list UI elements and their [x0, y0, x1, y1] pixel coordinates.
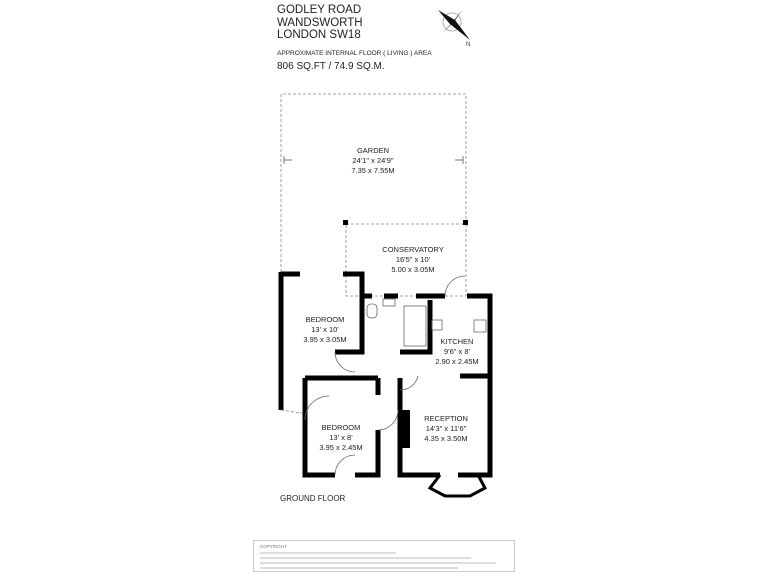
copyright-text-line — [260, 567, 459, 569]
room-name: KITCHEN — [440, 337, 474, 346]
copyright-text-line — [260, 557, 471, 559]
copyright-box: COPYRIGHT — [253, 540, 515, 572]
svg-text:N: N — [466, 42, 470, 48]
room-metric: 2.90 x 2.45M — [435, 357, 479, 366]
walls — [278, 271, 493, 478]
area-value: 806 SQ.FT / 74.9 SQ.M. — [277, 61, 385, 72]
area-label: APPROXIMATE INTERNAL FLOOR ( LIVING ) AR… — [277, 50, 432, 57]
conservatory-posts — [343, 220, 468, 225]
room-metric: 3.95 x 3.05M — [303, 335, 347, 344]
compass-north-icon: N — [438, 10, 470, 48]
conservatory-outline — [345, 223, 467, 297]
room-label-bedroom-1: BEDROOM 13' x 10' 3.95 x 3.05M — [303, 315, 346, 345]
room-name: GARDEN — [356, 146, 390, 155]
dashed-lines — [280, 409, 305, 414]
room-metric: 4.35 x 3.50M — [424, 434, 468, 443]
garden-outline — [280, 93, 467, 272]
address-line: GODLEY ROAD — [277, 4, 362, 16]
room-metric: 5.00 x 3.05M — [391, 265, 435, 274]
room-name: RECEPTION — [424, 414, 468, 423]
room-metric: 7.35 x 7.55M — [351, 166, 395, 175]
address-line: WANDSWORTH — [277, 16, 363, 29]
room-imperial: 13' x 8' — [329, 433, 353, 442]
floor-label: GROUND FLOOR — [280, 494, 346, 503]
room-label-bedroom-2: BEDROOM 13' x 8' 3.95 x 2.45M — [319, 423, 362, 453]
room-label-reception: RECEPTION 14'3" x 11'6" 4.35 x 3.50M — [424, 414, 468, 444]
room-imperial: 14'3" x 11'6" — [425, 424, 467, 433]
garden-dimension-arrows — [283, 156, 464, 164]
room-imperial: 16'5" x 10' — [395, 255, 431, 264]
room-name: CONSERVATORY — [382, 245, 444, 254]
bay-window — [427, 474, 488, 498]
copyright-title: COPYRIGHT — [260, 544, 287, 549]
room-imperial: 13' x 10' — [311, 325, 339, 334]
room-metric: 3.95 x 2.45M — [319, 443, 363, 452]
address-line: LONDON SW18 — [277, 29, 361, 41]
address: GODLEY ROAD WANDSWORTH LONDON SW18 — [277, 4, 363, 42]
room-name: BEDROOM — [321, 423, 361, 432]
room-label-garden: GARDEN 24'1" x 24'9" 7.35 x 7.55M — [351, 146, 394, 176]
room-imperial: 9'6" x 8' — [444, 347, 470, 356]
room-imperial: 24'1" x 24'9" — [352, 156, 394, 165]
copyright-text-line — [260, 562, 496, 564]
copyright-text-line — [260, 552, 397, 554]
room-label-conservatory: CONSERVATORY 16'5" x 10' 5.00 x 3.05M — [382, 245, 443, 275]
chimney-breast — [400, 410, 410, 448]
room-name: BEDROOM — [305, 315, 345, 324]
fixtures — [304, 275, 487, 476]
room-label-kitchen: KITCHEN 9'6" x 8' 2.90 x 2.45M — [435, 337, 478, 367]
